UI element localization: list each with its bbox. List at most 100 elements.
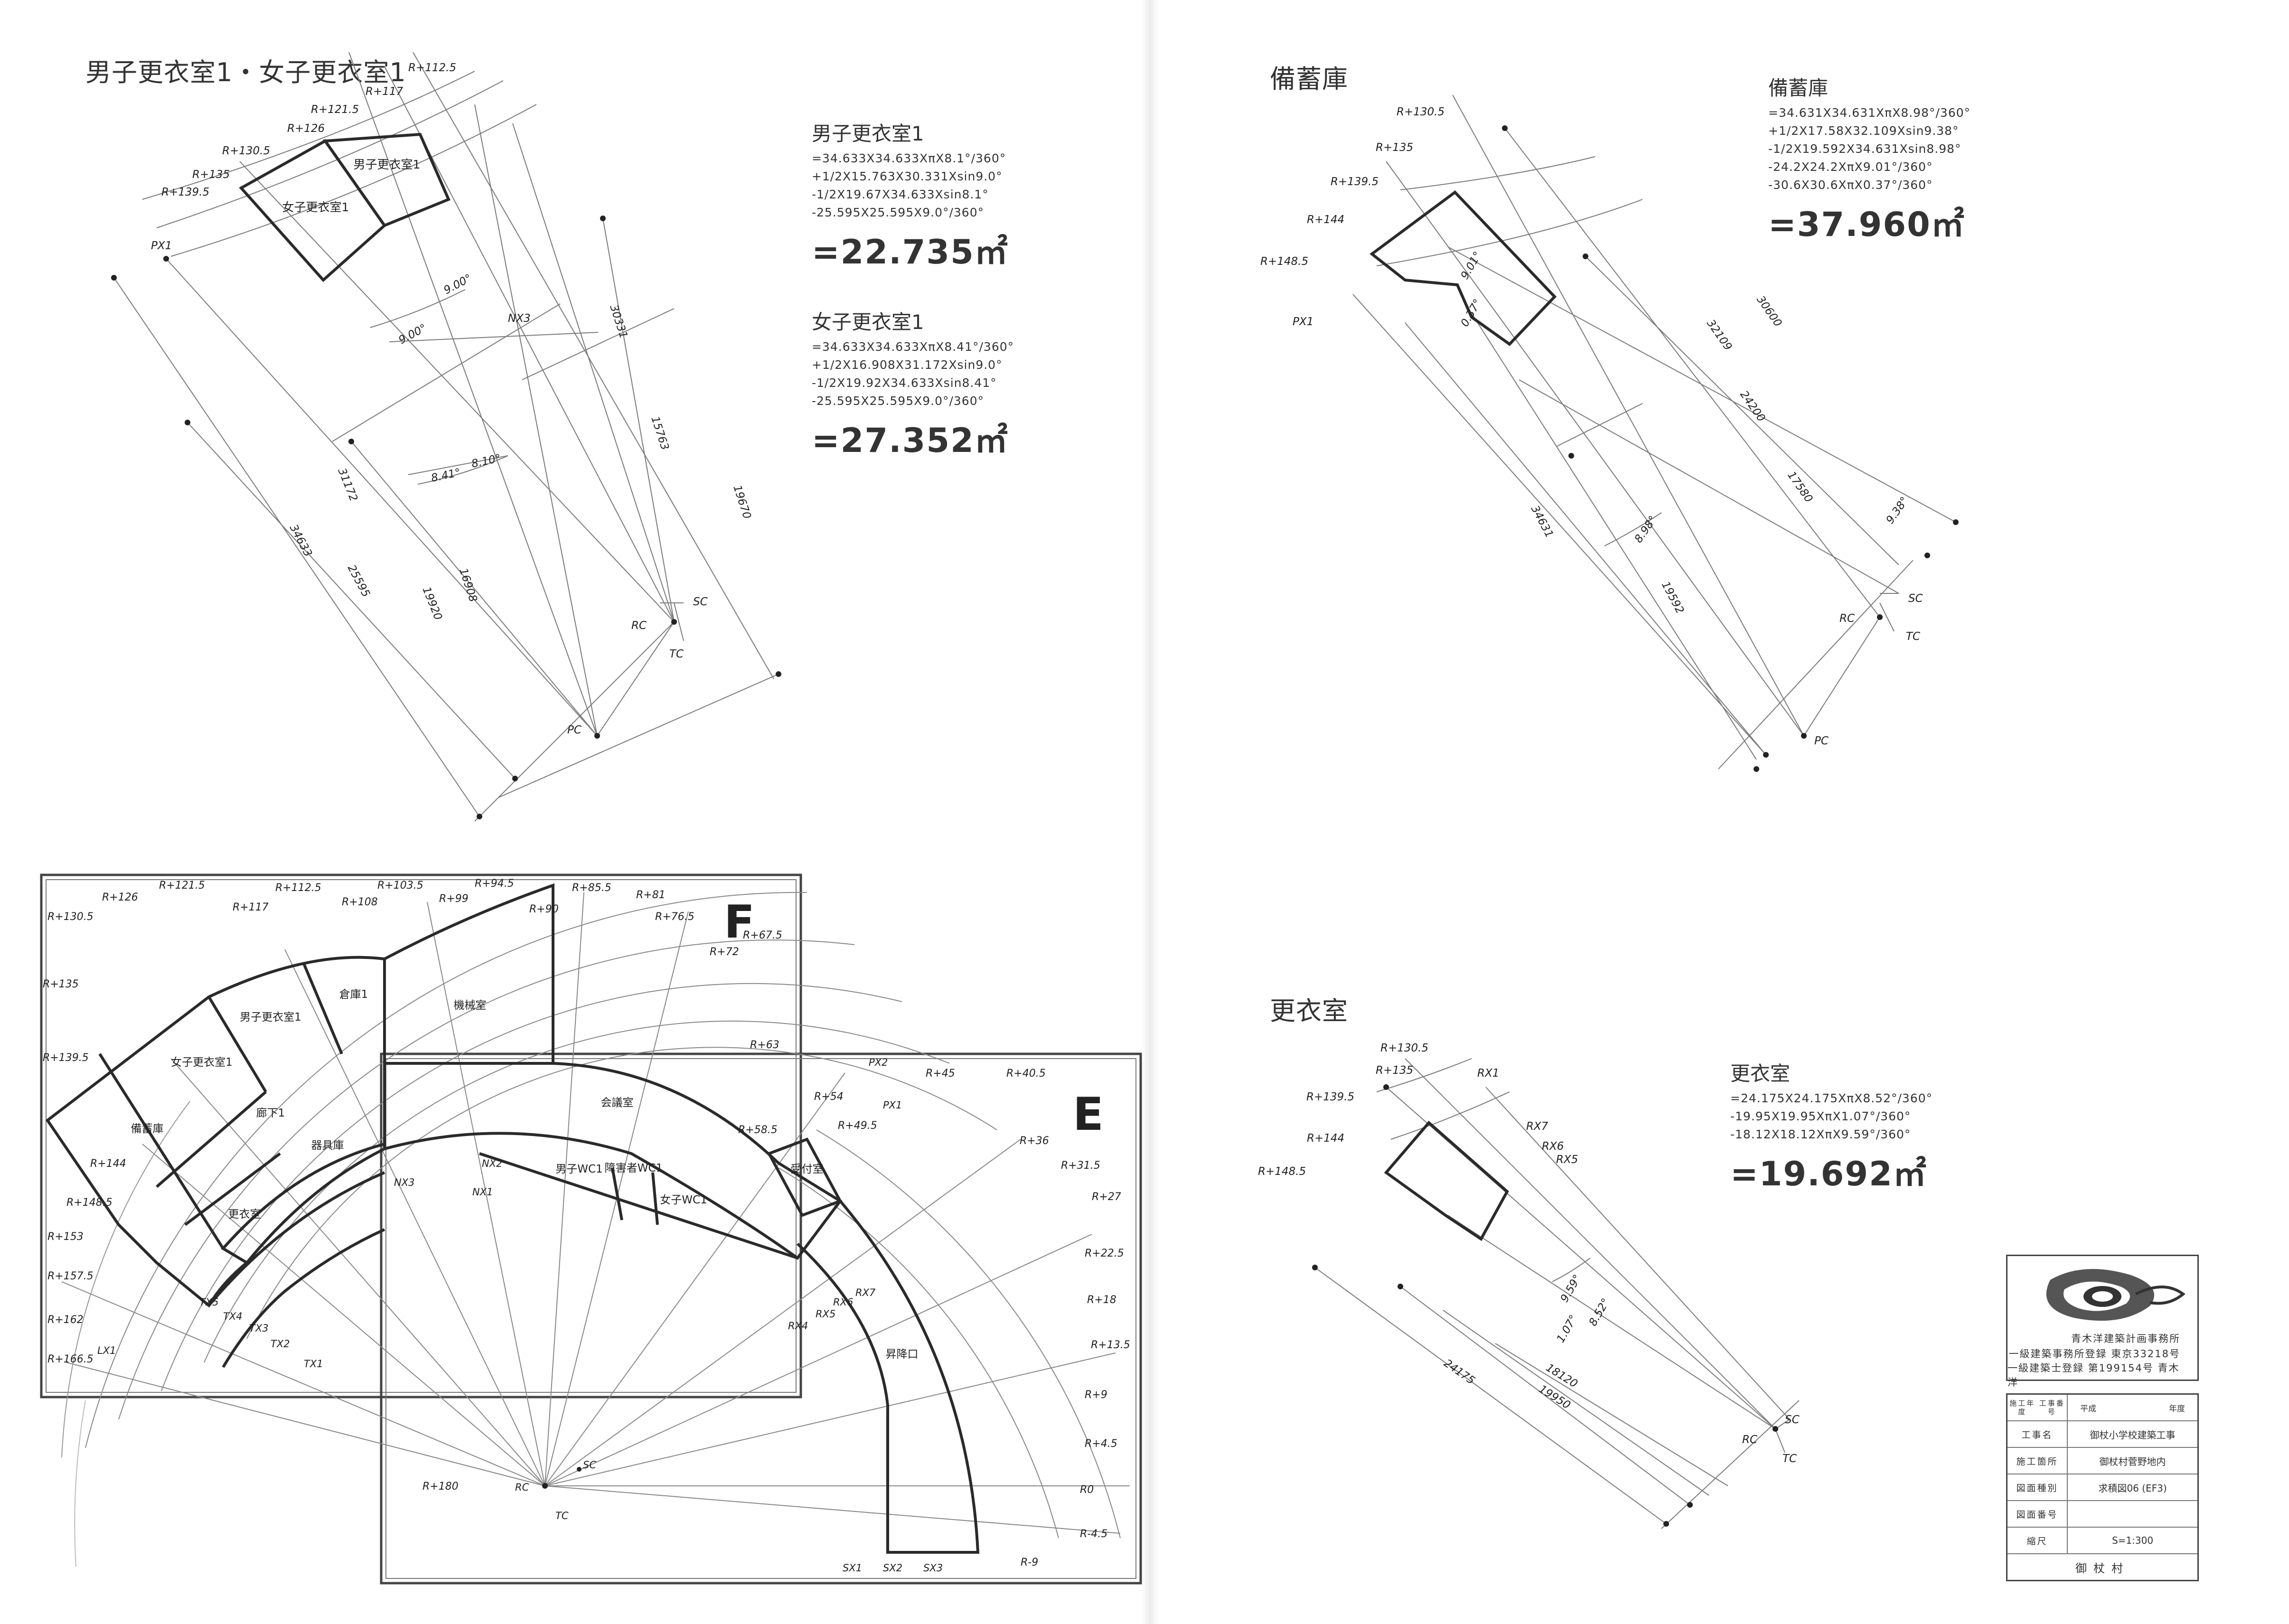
point-marker xyxy=(111,275,117,281)
calc-line: -25.595X25.595X9.0°/360° xyxy=(812,394,985,408)
point-label: PX1 xyxy=(151,240,172,252)
angle-label: 8.10° xyxy=(470,452,502,470)
dimension-label: 16908 xyxy=(457,567,479,604)
dimension-line xyxy=(474,621,675,822)
title-row: 施工箇所 御杖村菅野地内 xyxy=(2008,1447,2197,1474)
point-marker xyxy=(1663,1521,1669,1527)
wall xyxy=(651,1172,659,1225)
point-marker xyxy=(671,619,677,625)
radius-label: R+40.5 xyxy=(1006,1068,1046,1080)
arc-line xyxy=(1400,156,1595,190)
point-label: PX1 xyxy=(883,1099,902,1111)
diagram-changing xyxy=(1314,1058,1800,1529)
angle-label: 9.38° xyxy=(1884,495,1911,526)
point-marker xyxy=(1568,453,1574,459)
stair-wall xyxy=(796,1200,980,1554)
calc-line: -18.12X18.12XπX9.59°/360° xyxy=(1730,1127,1911,1141)
wall xyxy=(156,1090,267,1188)
title-value: 平成 年度 xyxy=(2068,1402,2197,1414)
calc-name: 備蓄庫 xyxy=(1768,76,1829,100)
point-label: TC xyxy=(555,1510,569,1521)
point-label: RC xyxy=(515,1482,529,1493)
room-label: 備蓄庫 xyxy=(131,1123,164,1135)
radius-label: R+130.5 xyxy=(1380,1042,1428,1054)
radius-label: R+112.5 xyxy=(408,62,456,74)
arc-line xyxy=(816,1129,1121,1539)
radius-label: R+144 xyxy=(1307,214,1344,226)
room-label: 男子更衣室1 xyxy=(240,1011,301,1023)
room-label: 障害者WC1 xyxy=(605,1162,663,1174)
dimension-label: 19592 xyxy=(1659,580,1686,616)
radial-line xyxy=(1519,379,1899,594)
radial-line xyxy=(1314,1267,1667,1524)
radius-label: R+54 xyxy=(814,1091,844,1103)
angle-label: 8.98° xyxy=(1632,514,1660,545)
calc-line: -24.2X24.2XπX9.01°/360° xyxy=(1768,160,1933,174)
point-marker xyxy=(1763,752,1769,758)
radial-line xyxy=(348,52,598,736)
point-label: RC xyxy=(1742,1434,1757,1446)
point-label: SX2 xyxy=(883,1562,902,1574)
point-marker xyxy=(594,733,600,739)
wall xyxy=(611,1167,623,1220)
room-label: 更衣室 xyxy=(228,1208,261,1220)
dimension-line xyxy=(1661,1400,1800,1529)
radial-line xyxy=(166,258,598,736)
wall xyxy=(98,1053,225,1249)
point-marker xyxy=(1924,553,1930,558)
radial-line xyxy=(1386,1087,1776,1429)
logo-line: 青木洋建築計画事務所 xyxy=(2071,1333,2180,1344)
calc-name: 男子更衣室1 xyxy=(812,122,924,145)
inner-arc xyxy=(207,1171,385,1306)
room-label: 機械室 xyxy=(454,999,487,1012)
point-label: PC xyxy=(1814,735,1829,747)
angle-label: 9.59° xyxy=(1558,1273,1584,1305)
point-label: RC xyxy=(1839,612,1855,625)
radius-label: R+139.5 xyxy=(1331,176,1379,188)
calc-line: -1/2X19.592X34.631Xsin8.98° xyxy=(1768,142,1961,156)
angle-arc xyxy=(1604,512,1662,546)
changing-room-outline xyxy=(1384,1120,1509,1241)
point-label: LX1 xyxy=(97,1345,116,1356)
title-block: 施工年度 工事番号 平成 年度 工事名 御杖小学校建築工事 施工箇所 御杖村菅野… xyxy=(2006,1393,2199,1581)
calc-line: +1/2X17.58X32.109Xsin9.38° xyxy=(1768,124,1959,138)
radial-line xyxy=(1405,1058,1776,1429)
dimension-label: 19670 xyxy=(731,484,753,521)
logo-line: 一級建築士登録 第199154号 青木洋 xyxy=(2008,1362,2180,1388)
radial-line xyxy=(1452,94,1804,736)
calc-result: =22.735㎡ xyxy=(812,233,1009,272)
calc-result: =19.692㎡ xyxy=(1730,1155,1927,1193)
point-marker xyxy=(348,439,354,444)
title-value-text: 平成 xyxy=(2080,1404,2096,1414)
title-key: 工事名 xyxy=(2008,1421,2068,1447)
point-marker xyxy=(1398,1284,1403,1289)
arc-line xyxy=(156,80,504,228)
radius-label: R+135 xyxy=(43,978,79,990)
room-label: 器具庫 xyxy=(311,1139,344,1152)
room-label: 女子更衣室1 xyxy=(282,200,349,214)
arc-line xyxy=(246,1047,997,1339)
point-label: RX7 xyxy=(855,1287,876,1298)
calc-female-locker: 女子更衣室1 =34.633X34.633XπX8.41°/360° +1/2X… xyxy=(812,306,1014,462)
point-marker xyxy=(163,256,169,262)
dimension-label: 30600 xyxy=(1754,294,1784,329)
calc-line: -1/2X19.92X34.633Xsin8.41° xyxy=(812,376,997,390)
radius-label: R+36 xyxy=(1020,1135,1049,1147)
point-label: NX1 xyxy=(472,1186,493,1198)
point-marker xyxy=(1383,1084,1389,1090)
logo-line: 一級建築事務所登録 東京33218号 xyxy=(2008,1348,2180,1360)
point-marker xyxy=(542,1483,548,1489)
calc-line: =34.633X34.633XπX8.41°/360° xyxy=(812,340,1014,354)
point-label: NX2 xyxy=(482,1158,502,1169)
point-label: SC xyxy=(693,596,708,608)
radial-line xyxy=(1443,1310,1709,1496)
storage-outline xyxy=(1370,190,1557,346)
title-row: 縮尺 S=1:300 xyxy=(2008,1527,2197,1553)
arc-line xyxy=(778,1167,1059,1539)
radius-label: R+144 xyxy=(1307,1132,1344,1145)
point-label: RX6 xyxy=(1542,1140,1564,1153)
radial-line xyxy=(602,218,675,622)
calc-line: +1/2X15.763X30.331Xsin9.0° xyxy=(812,169,1003,183)
radial-line xyxy=(113,277,480,817)
